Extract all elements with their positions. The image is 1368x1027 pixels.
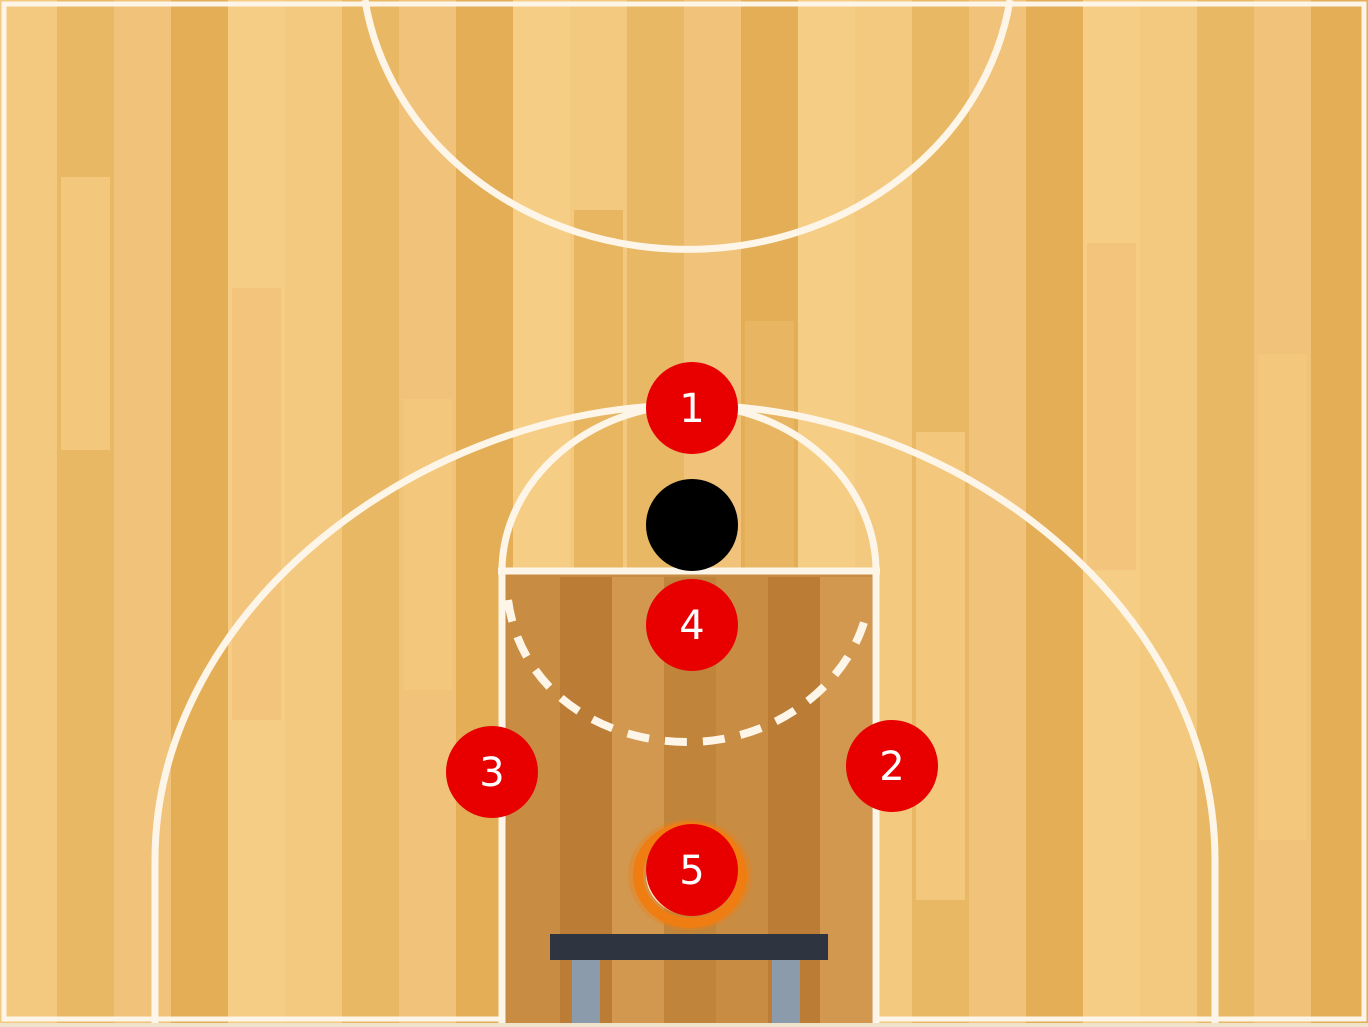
wood-plank-strip xyxy=(916,432,965,900)
wood-plank-strip xyxy=(232,288,281,720)
player-3-marker[interactable]: 3 xyxy=(446,726,538,818)
player-3-label: 3 xyxy=(479,750,504,796)
player-5-marker[interactable]: 5 xyxy=(646,824,738,916)
wood-plank xyxy=(285,0,342,1023)
player-2-marker[interactable]: 2 xyxy=(846,720,938,812)
wood-plank xyxy=(171,0,228,1023)
player-1-label: 1 xyxy=(679,386,704,432)
player-4-label: 4 xyxy=(679,603,704,649)
wood-plank xyxy=(1311,0,1368,1023)
wood-plank-strip xyxy=(1087,243,1136,570)
wood-plank-strip xyxy=(61,177,110,450)
stanchion-left xyxy=(572,955,600,1023)
ball-marker[interactable] xyxy=(646,479,738,571)
player-5-label: 5 xyxy=(679,848,704,894)
wood-plank xyxy=(1197,0,1254,1023)
wood-plank xyxy=(1026,0,1083,1023)
wood-plank xyxy=(57,0,114,1023)
player-4-marker[interactable]: 4 xyxy=(646,579,738,671)
backboard xyxy=(550,934,828,960)
player-1-marker[interactable]: 1 xyxy=(646,362,738,454)
player-2-label: 2 xyxy=(879,744,904,790)
stanchion-right xyxy=(772,955,800,1023)
wood-plank xyxy=(342,0,399,1023)
wood-plank xyxy=(114,0,171,1023)
wood-plank-strip xyxy=(1258,354,1307,840)
wood-plank-strip xyxy=(403,399,452,690)
wood-plank xyxy=(0,0,57,1023)
wood-plank xyxy=(1140,0,1197,1023)
